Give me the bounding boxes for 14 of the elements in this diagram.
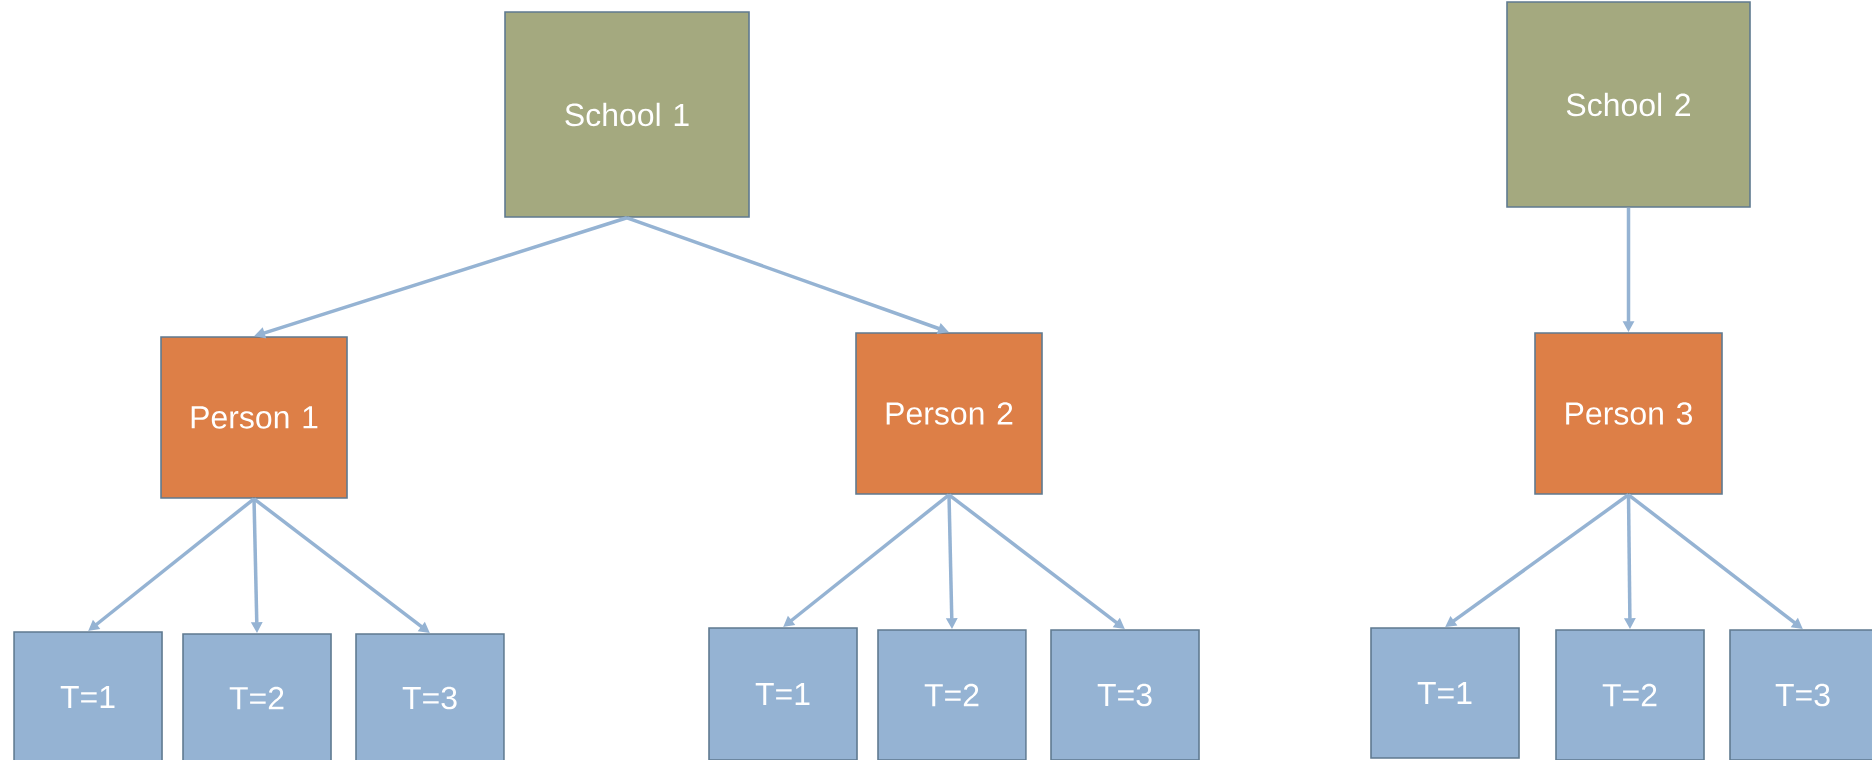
person-box: Person 3: [1534, 332, 1723, 495]
time-box: T=3: [1050, 629, 1200, 760]
time-box: T=1: [708, 627, 858, 760]
person-box: Person 1: [160, 336, 348, 499]
school-box: School 2: [1506, 1, 1751, 208]
time-box: T=1: [13, 631, 163, 760]
person-box: Person 2: [855, 332, 1043, 495]
time-box: T=1: [1370, 627, 1520, 759]
time-box: T=2: [877, 629, 1027, 760]
time-box: T=3: [1729, 629, 1872, 760]
time-box: T=2: [1555, 629, 1705, 760]
school-box: School 1: [504, 11, 750, 218]
time-box: T=2: [182, 633, 332, 760]
time-box: T=3: [355, 633, 505, 760]
